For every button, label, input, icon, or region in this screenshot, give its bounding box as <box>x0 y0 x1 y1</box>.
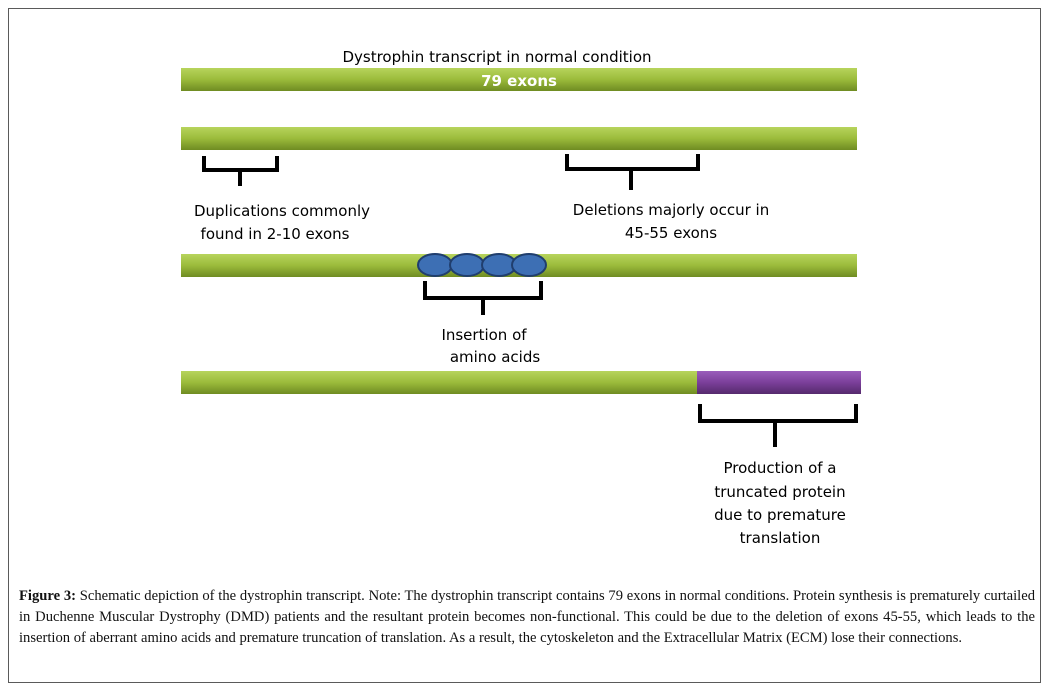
amino-acid-circle <box>481 253 517 277</box>
duplication-label-line-2: found in 2-10 exons <box>201 225 350 243</box>
normal-transcript-bar <box>181 68 857 91</box>
amino-acid-circles <box>417 253 547 277</box>
truncation-label-line-1: Production of a <box>724 459 837 477</box>
truncation-label-line-2: truncated protein <box>714 483 845 501</box>
figure-frame <box>8 8 1041 683</box>
caption-text: Schematic depiction of the dystrophin tr… <box>19 588 1035 646</box>
amino-acid-circle <box>449 253 485 277</box>
mutation-transcript-bar <box>181 127 857 150</box>
amino-acid-circle <box>417 253 453 277</box>
diagram-title: Dystrophin transcript in normal conditio… <box>342 48 651 66</box>
deletion-label-line-2: 45-55 exons <box>625 224 717 242</box>
exon-count-label: 79 exons <box>481 72 557 90</box>
truncated-transcript-bar <box>181 371 697 394</box>
truncation-bracket <box>698 404 858 447</box>
figure-label: Figure 3: <box>19 588 76 604</box>
insertion-label-line-1: Insertion of <box>441 326 527 344</box>
truncation-label-line-4: translation <box>740 529 821 547</box>
insertion-label-line-2: amino acids <box>450 348 541 366</box>
truncated-segment <box>697 371 861 394</box>
insertion-bracket <box>423 281 543 315</box>
figure-caption: Figure 3: Schematic depiction of the dys… <box>19 586 1035 649</box>
duplication-label-line-1: Duplications commonly <box>194 202 370 220</box>
duplication-bracket <box>202 156 279 186</box>
deletion-bracket <box>565 154 700 190</box>
truncation-label-line-3: due to premature <box>714 506 846 524</box>
deletion-label-line-1: Deletions majorly occur in <box>573 201 769 219</box>
amino-acid-circle <box>511 253 547 277</box>
